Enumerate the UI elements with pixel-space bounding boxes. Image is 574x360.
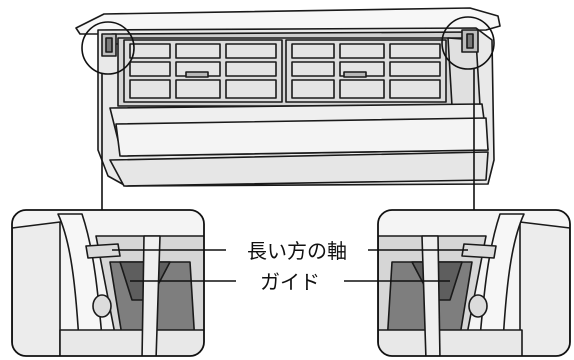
filter-right <box>285 39 447 103</box>
short-pin-left <box>92 294 112 318</box>
detail-inset-left <box>11 209 205 357</box>
magnifier-markers <box>81 16 495 210</box>
bottom-edge <box>109 151 489 187</box>
magnifier-circle-left <box>81 21 135 75</box>
hinge-left <box>101 33 117 57</box>
detail-inset-right <box>377 209 571 357</box>
callout-lines <box>112 249 468 282</box>
louver <box>115 117 489 157</box>
hinge-right <box>461 29 479 53</box>
label-long-shaft: 長い方の軸 <box>247 239 347 263</box>
long-shaft-left <box>85 243 121 259</box>
magnifier-circle-right <box>441 16 495 70</box>
ac-unit <box>75 7 501 187</box>
short-pin-right <box>468 294 488 318</box>
label-guide: ガイド <box>260 270 320 294</box>
filter-left <box>123 39 283 103</box>
long-shaft-right <box>461 243 497 259</box>
front-panel-lid <box>75 7 501 35</box>
